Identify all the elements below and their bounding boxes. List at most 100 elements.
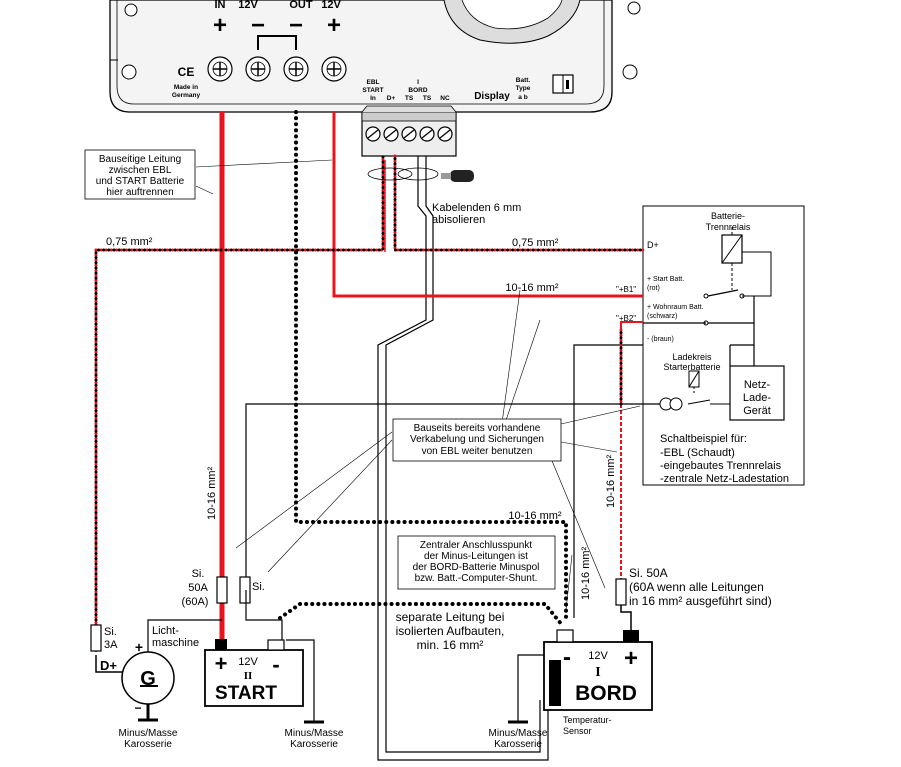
bord-ground-1: Minus/Masse [489, 728, 548, 739]
separate-line1: separate Leitung bei [396, 610, 505, 624]
start-minus: - [272, 652, 279, 677]
display-label: Display [474, 91, 510, 102]
gen-ground-1: Minus/Masse [119, 728, 178, 739]
terminal-in-plus [207, 56, 233, 82]
note-box-cut [84, 149, 196, 200]
batt-type-line1: Batt. [516, 77, 531, 84]
note-box-central [397, 535, 556, 590]
si3-line1: Si. [104, 626, 117, 638]
cut-line3: und START Batterie [96, 176, 185, 187]
si-small-label: Si. [252, 581, 265, 593]
note-box-existing [392, 418, 562, 462]
example-4: -zentrale Netz-Ladestation [660, 473, 789, 485]
relay-start-1: + Start Batt. [647, 276, 684, 283]
relay-braun: - (braun) [647, 336, 674, 343]
wire-075-right: 0,75 mm² [512, 237, 559, 249]
licht-1: Licht- [152, 625, 179, 637]
note-central-text: Zentraler Anschlusspunkt der Minus-Leitu… [413, 540, 540, 584]
in-plus-sign: + [213, 12, 227, 39]
start-label: START [362, 87, 383, 94]
made-in-line2: Germany [172, 92, 201, 99]
si50-line3: (60A) [182, 596, 209, 608]
si50-line2: 50A [188, 582, 208, 594]
ce-mark: CE [178, 65, 195, 79]
gen-ground-2: Karosserie [124, 739, 172, 750]
ebl-label: EBL [367, 79, 380, 86]
example-1: Schaltbeispiel für: [660, 433, 747, 445]
cut-line2: zwischen EBL [109, 165, 172, 176]
wire-1016-mid: 10-16 mm² [508, 510, 562, 522]
start-roman: II [244, 670, 253, 682]
separate-line2: isolierten Aufbauten, [396, 624, 505, 638]
relay-dplus: D+ [647, 240, 659, 250]
charger-device [109, 0, 641, 157]
sensor-1: Temperatur- [563, 715, 612, 725]
relay-title-1: Batterie- [711, 211, 745, 221]
si50r-line3: in 16 mm² ausgeführt sind) [629, 594, 772, 608]
licht-2: maschine [152, 637, 199, 649]
out-plus-sign: + [327, 12, 341, 39]
si3-line2: 3A [104, 639, 118, 651]
generator-plus: + [135, 639, 143, 655]
generator-labels: Licht- maschine G + − D+ Minus/Masse Kar… [100, 625, 199, 750]
relay-title-2: Trennrelais [706, 222, 751, 232]
bord-label: BORD [575, 682, 637, 705]
leader-lines [195, 159, 641, 611]
strip-line1: Kabelenden 6 mm [432, 202, 521, 214]
netz-1: Netz- [744, 379, 771, 391]
central-line4: bzw. Batt.-Computer-Shunt. [415, 573, 538, 584]
example-2: -EBL (Schaudt) [660, 447, 735, 459]
generator-letter: G [140, 668, 156, 690]
wire-1016-left: 10-16 mm² [206, 466, 218, 520]
bord-battery [508, 605, 653, 724]
si50r-line1: Si. 50A [629, 566, 668, 580]
relay-charger-box [642, 205, 805, 486]
bord-plus: + [624, 645, 638, 672]
note-existing-text: Bauseits bereits vorhandene Verkabelung … [410, 423, 544, 457]
term-in-label: In [370, 95, 376, 102]
fuse-3a [90, 624, 102, 652]
wire-1016-bord: 10-16 mm² [580, 546, 592, 600]
fuse-labels: Si. 3A Si. 50A (60A) Si. Si. 50A (60A we… [104, 566, 772, 651]
stripped-cable-icon [441, 170, 474, 182]
example-3: -eingebautes Trennrelais [660, 460, 782, 472]
bord-label-small: BORD [408, 87, 427, 94]
generator-dplus: D+ [100, 658, 117, 673]
start-plus: + [215, 651, 228, 676]
generator [95, 619, 222, 722]
cut-line4: hier auftrennen [106, 187, 173, 198]
start-label: START [215, 683, 277, 704]
device-labels: IN 12V OUT 12V + − − + CE Made in German… [172, 0, 531, 102]
in-minus-sign: − [251, 12, 265, 39]
netz-3: Gerät [743, 405, 771, 417]
fuse-50a-right [615, 578, 627, 606]
terminal-out-minus [283, 56, 309, 82]
out-label: OUT [289, 0, 313, 11]
batt-type-line3: a b [518, 94, 527, 101]
fuse-small [239, 576, 251, 604]
made-in-line1: Made in [174, 84, 198, 91]
term-dplus-label: D+ [387, 95, 396, 102]
relay-box-text: Batterie- Trennrelais D+ + Start Batt. (… [616, 211, 789, 485]
batt-type-line2: Type [516, 85, 531, 92]
manual-icon [552, 74, 574, 94]
start-battery-labels: + - 12V II START Minus/Masse Karosserie [215, 651, 344, 750]
central-line1: Zentraler Anschlusspunkt [420, 540, 533, 551]
existing-line1: Bauseits bereits vorhandene [414, 423, 541, 434]
relay-start-2: (rot) [647, 285, 660, 292]
wire-1016-top: 10-16 mm² [505, 282, 559, 294]
central-line3: der BORD-Batterie Minuspol [413, 562, 540, 573]
relay-wohn-2: (schwarz) [647, 313, 677, 320]
relay-b2: "+B2" [616, 314, 636, 323]
bord-voltage: 12V [588, 650, 608, 662]
wire-075-left: 0,75 mm² [106, 236, 153, 248]
sensor-cable-mark [397, 167, 439, 181]
note-cut-text: Bauseitige Leitung zwischen EBL und STAR… [96, 154, 185, 198]
terminal-in-minus [245, 56, 271, 82]
in-voltage: 12V [238, 0, 258, 11]
sensor-2: Sensor [563, 726, 592, 736]
signal-terminal-block [361, 105, 457, 157]
start-ground-1: Minus/Masse [285, 728, 344, 739]
netz-2: Lade- [743, 392, 771, 404]
cable-bundle-mark [367, 167, 413, 181]
